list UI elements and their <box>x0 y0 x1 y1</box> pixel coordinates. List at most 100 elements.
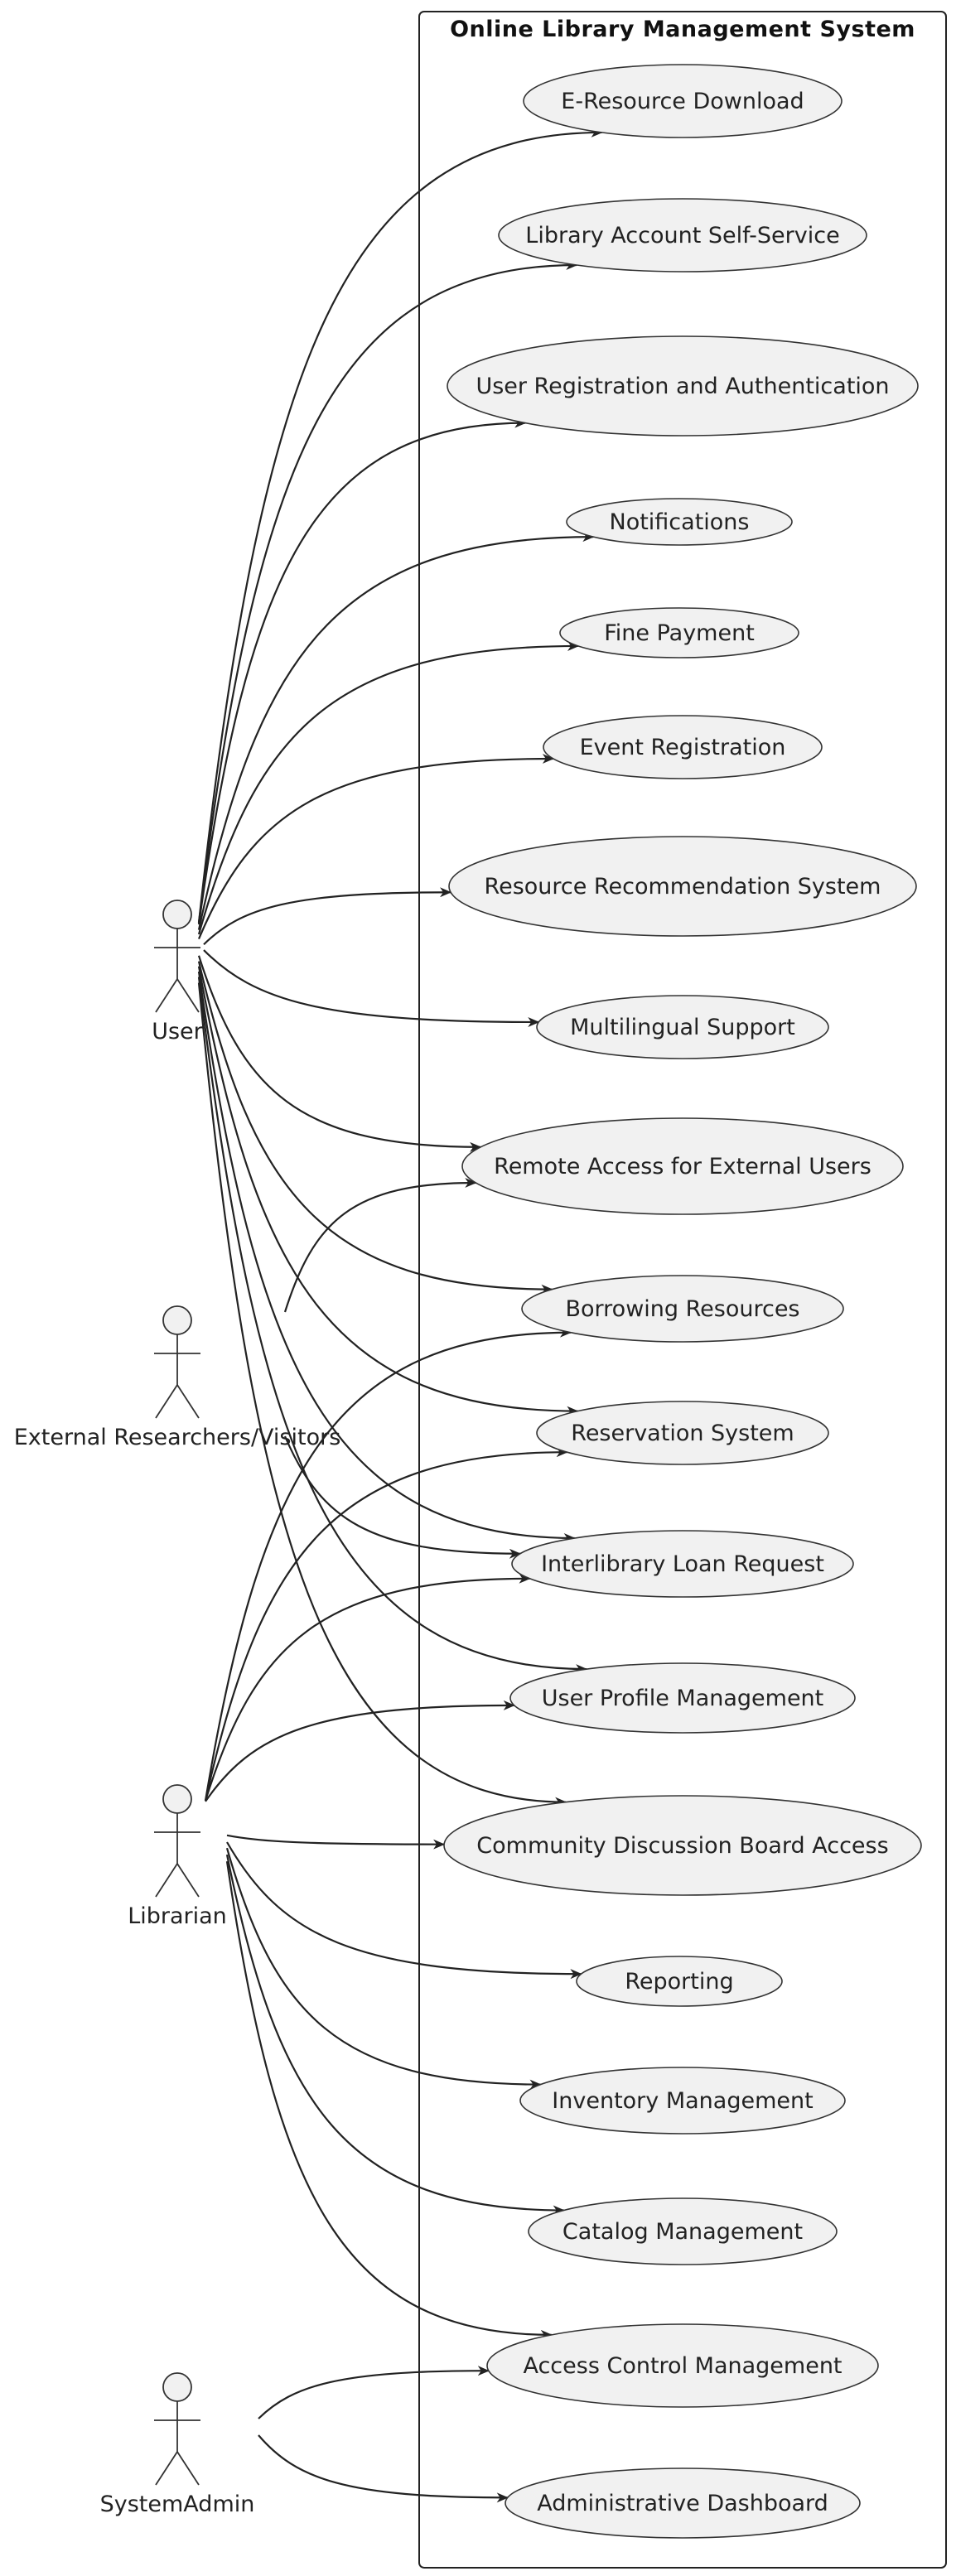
actor-librarian: Librarian <box>128 1784 227 1929</box>
use-case-label: Event Registration <box>580 735 786 760</box>
use-case-label: User Profile Management <box>542 1686 824 1711</box>
use-case-reserve: Reservation System <box>536 1401 829 1465</box>
use-case-ellipse <box>536 1401 829 1465</box>
association-librarian-access <box>225 1861 553 2340</box>
actor-left-leg <box>155 2451 178 2486</box>
use-case-label: Fine Payment <box>604 620 755 646</box>
use-case-label: Library Account Self-Service <box>525 223 839 248</box>
actor-right-leg <box>176 2451 200 2486</box>
use-case-label: Resource Recommendation System <box>485 874 881 900</box>
actor-label: Librarian <box>128 1903 227 1929</box>
actor-head-icon <box>162 1784 192 1814</box>
association-librarian-profile <box>205 1700 515 1802</box>
actor-left-leg <box>155 1384 178 1419</box>
association-user-remote <box>197 955 482 1152</box>
use-case-recsys: Resource Recommendation System <box>448 836 917 937</box>
use-case-eres: E-Resource Download <box>523 64 843 138</box>
use-case-ill: Interlibrary Loan Request <box>511 1530 854 1598</box>
association-user-acct <box>197 259 578 924</box>
use-case-label: Remote Access for External Users <box>494 1154 872 1179</box>
use-case-report: Reporting <box>576 1956 783 2007</box>
use-case-ellipse <box>461 1117 904 1215</box>
use-case-event: Event Registration <box>543 715 823 779</box>
use-case-label: Administrative Dashboard <box>537 2491 828 2516</box>
use-case-reg: User Registration and Authentication <box>447 335 919 437</box>
use-case-label: Reservation System <box>571 1421 794 1446</box>
use-case-borrow: Borrowing Resources <box>521 1275 844 1343</box>
use-case-ellipse <box>505 2467 861 2539</box>
associations <box>197 127 603 2503</box>
use-case-ellipse <box>498 198 867 273</box>
actor-user: User <box>152 900 204 1044</box>
use-case-ellipse <box>486 2323 879 2408</box>
use-case-ellipse <box>523 64 843 138</box>
association-user-multi <box>203 949 540 1027</box>
association-user-community <box>197 982 567 1807</box>
association-librarian-borrow <box>204 1327 572 1802</box>
association-librarian-inventory <box>225 1847 542 2090</box>
use-case-inventory: Inventory Management <box>519 2067 846 2135</box>
use-case-notif: Notifications <box>566 498 793 546</box>
use-case-label: E-Resource Download <box>561 89 804 114</box>
use-case-label: Interlibrary Loan Request <box>541 1551 824 1577</box>
use-case-catalog: Catalog Management <box>528 2197 838 2265</box>
use-case-ellipse <box>519 2067 846 2135</box>
association-user-notif <box>197 532 595 930</box>
association-admin-dashboard <box>258 2434 509 2503</box>
use-case-ellipse <box>536 995 829 1059</box>
actor-head-icon <box>162 1305 192 1335</box>
actor-left-leg <box>155 978 178 1013</box>
use-case-remote: Remote Access for External Users <box>461 1117 904 1215</box>
use-case-ellipse <box>443 1795 922 1896</box>
association-librarian-community <box>226 1834 446 1850</box>
actor-head-icon <box>162 2372 192 2402</box>
use-case-ellipse <box>566 498 793 546</box>
use-case-label: Notifications <box>610 509 750 535</box>
use-case-ellipse <box>447 335 919 437</box>
actor-right-leg <box>176 1863 200 1898</box>
use-case-dashboard: Administrative Dashboard <box>505 2467 861 2539</box>
use-case-acct: Library Account Self-Service <box>498 198 867 273</box>
actor-admin: SystemAdmin <box>100 2372 255 2517</box>
actor-left-leg <box>155 1863 178 1898</box>
use-case-label: Reporting <box>625 1969 733 1995</box>
use-case-ellipse <box>509 1662 856 1734</box>
use-case-label: Community Discussion Board Access <box>476 1833 888 1859</box>
actor-head-icon <box>162 900 192 929</box>
use-case-ellipse <box>528 2197 838 2265</box>
use-case-profile: User Profile Management <box>509 1662 856 1734</box>
use-case-ellipse <box>559 607 799 658</box>
actor-external: External Researchers/Visitors <box>14 1305 340 1450</box>
association-external-ill <box>283 1435 521 1559</box>
association-librarian-catalog <box>225 1854 565 2216</box>
use-case-label: User Registration and Authentication <box>476 374 889 399</box>
use-case-ellipse <box>521 1275 844 1343</box>
association-librarian-ill <box>204 1573 531 1802</box>
association-admin-access <box>258 2366 490 2419</box>
use-case-ellipse <box>543 715 823 779</box>
use-case-label: Multilingual Support <box>570 1015 795 1040</box>
association-user-reserve <box>197 966 579 1416</box>
actor-right-leg <box>176 978 200 1013</box>
association-user-profile <box>197 977 588 1675</box>
association-user-event <box>197 754 554 939</box>
actor-label: User <box>152 1019 203 1044</box>
association-librarian-reserve <box>204 1447 568 1802</box>
association-librarian-report <box>226 1841 582 1980</box>
use-case-community: Community Discussion Board Access <box>443 1795 922 1896</box>
actor-label: SystemAdmin <box>100 2492 255 2517</box>
association-external-remote <box>283 1177 477 1313</box>
association-user-recsys <box>203 887 452 946</box>
use-case-ellipse <box>511 1530 854 1598</box>
association-user-eres <box>197 127 603 924</box>
association-user-fine <box>197 640 580 935</box>
use-case-label: Inventory Management <box>552 2088 813 2114</box>
use-case-label: Catalog Management <box>562 2219 803 2245</box>
use-case-label: Borrowing Resources <box>566 1296 800 1322</box>
use-case-multi: Multilingual Support <box>536 995 829 1059</box>
association-user-reg <box>197 417 527 925</box>
use-case-ellipse <box>576 1956 783 2007</box>
use-case-ellipse <box>448 836 917 937</box>
use-case-label: Access Control Management <box>523 2353 842 2379</box>
